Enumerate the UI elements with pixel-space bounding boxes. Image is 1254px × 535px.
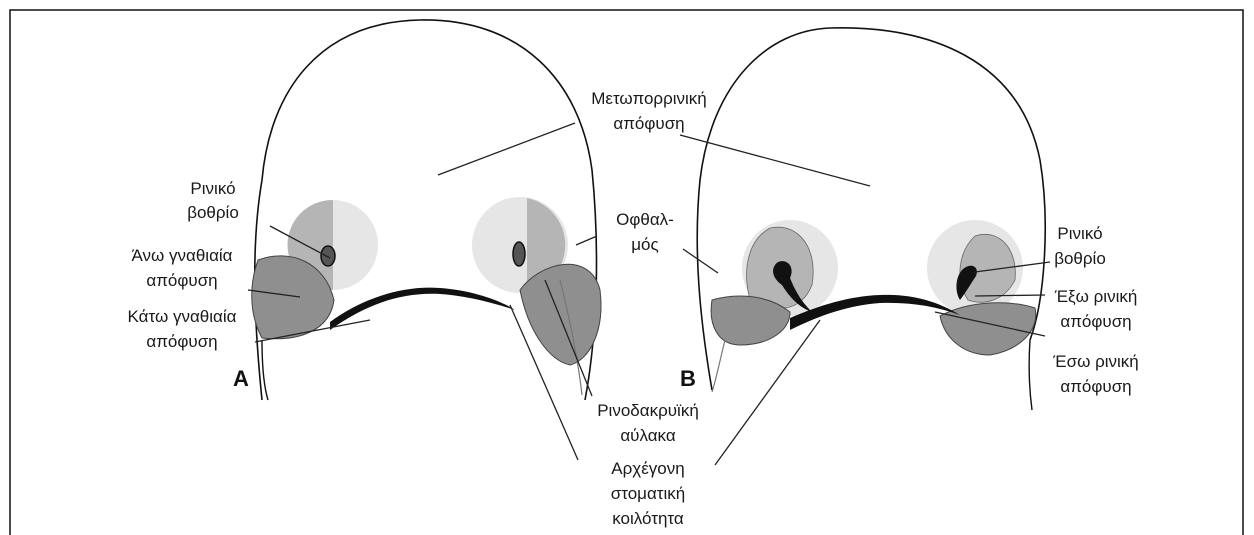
label-nasolacrimal: Ρινοδακρυϊκή αύλακα: [597, 401, 699, 445]
svg-text:Άνω γναθιαία: Άνω γναθιαία: [131, 246, 232, 265]
svg-text:απόφυση: απόφυση: [146, 332, 217, 351]
label-medial-nasal: Έσω ρινική απόφυση: [1052, 352, 1139, 396]
panel-a-label: A: [233, 366, 249, 391]
svg-text:Έξω ρινική: Έξω ρινική: [1054, 287, 1138, 306]
nasal-pit-a-right: [513, 242, 525, 266]
svg-text:απόφυση: απόφυση: [1060, 312, 1131, 331]
panel-a-drawing: [252, 20, 601, 400]
svg-text:στοματική: στοματική: [611, 484, 686, 503]
label-nasal-pit-right: Ρινικό βοθρίο: [1054, 224, 1106, 268]
svg-text:Μετωπορρινική: Μετωπορρινική: [591, 89, 707, 108]
svg-text:Ρινικό: Ρινικό: [1057, 224, 1102, 243]
nasal-pit-a-left: [321, 246, 335, 266]
svg-text:απόφυση: απόφυση: [146, 271, 217, 290]
svg-text:βοθρίο: βοθρίο: [1054, 249, 1106, 268]
svg-text:μός: μός: [631, 235, 658, 254]
label-frontonasal: Μετωπορρινική απόφυση: [591, 89, 707, 133]
svg-text:βοθρίο: βοθρίο: [187, 203, 239, 222]
panel-b-label: B: [680, 366, 696, 391]
svg-text:Κάτω γναθιαία: Κάτω γναθιαία: [128, 307, 237, 326]
chin-b-outline: [1029, 340, 1032, 410]
svg-text:Ρινοδακρυϊκή: Ρινοδακρυϊκή: [597, 401, 699, 420]
label-lateral-nasal: Έξω ρινική απόφυση: [1054, 287, 1138, 331]
label-nasal-pit-left: Ρινικό βοθρίο: [187, 179, 239, 222]
svg-text:απόφυση: απόφυση: [1060, 377, 1131, 396]
label-mandibular: Κάτω γναθιαία απόφυση: [128, 307, 237, 351]
svg-text:Έσω ρινική: Έσω ρινική: [1052, 352, 1139, 371]
label-eye: Οφθαλ- μός: [616, 210, 674, 254]
svg-text:απόφυση: απόφυση: [613, 114, 684, 133]
svg-text:Αρχέγονη: Αρχέγονη: [611, 459, 684, 478]
label-stomodeum: Αρχέγονη στοματική κοιλότητα: [611, 459, 686, 528]
svg-text:κοιλότητα: κοιλότητα: [612, 509, 684, 528]
svg-text:Οφθαλ-: Οφθαλ-: [616, 210, 674, 229]
label-maxillary: Άνω γναθιαία απόφυση: [131, 246, 232, 290]
svg-text:Ρινικό: Ρινικό: [190, 179, 235, 198]
panel-b-drawing: [697, 28, 1045, 410]
svg-text:αύλακα: αύλακα: [620, 426, 675, 445]
